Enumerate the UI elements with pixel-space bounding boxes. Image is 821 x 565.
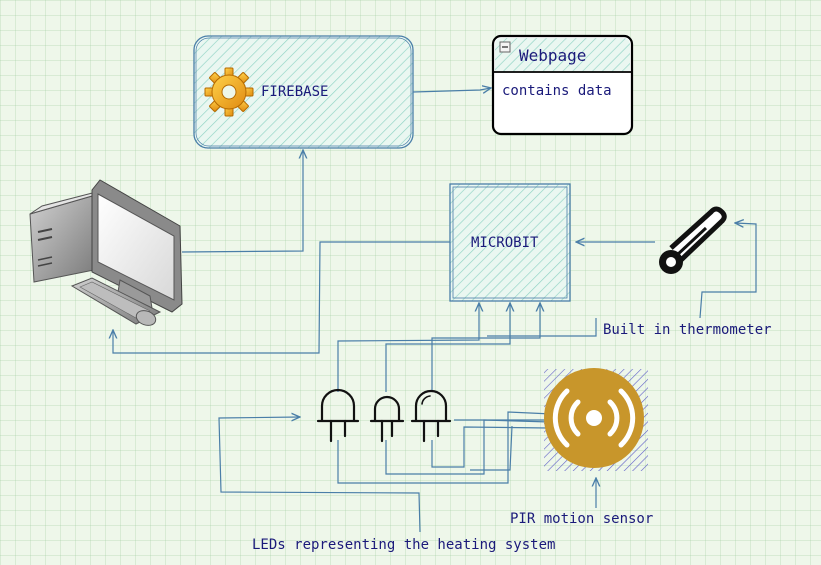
led-1-icon: [316, 388, 360, 443]
microbit-node[interactable]: MICROBIT: [449, 183, 571, 302]
webpage-body: contains data: [502, 83, 612, 99]
led-wires: [337, 303, 597, 484]
edge-computer-firebase: [181, 150, 303, 253]
firebase-node[interactable]: FIREBASE: [193, 35, 414, 149]
thermometer-icon: [659, 206, 727, 274]
led-3-icon: [410, 389, 452, 443]
pir-sensor-label: PIR motion sensor: [510, 511, 653, 527]
edge-firebase-webpage: [412, 88, 491, 92]
leds-label: LEDs representing the heating system: [252, 537, 555, 553]
edges: [113, 88, 757, 533]
pir-sensor-icon: [544, 368, 648, 471]
leds-group: [316, 388, 452, 443]
edge-microbit-computer: [113, 241, 450, 354]
computer-icon: [29, 179, 183, 326]
edge-ledlabel-leds: [218, 417, 421, 533]
microbit-label: MICROBIT: [471, 235, 539, 251]
thermometer-label: Built in thermometer: [603, 322, 772, 338]
gear-icon: [204, 67, 254, 117]
edge-thermlabel-thermometer: [699, 223, 757, 319]
webpage-node[interactable]: Webpage contains data: [491, 34, 634, 136]
firebase-label: FIREBASE: [261, 84, 328, 100]
webpage-title: Webpage: [519, 46, 586, 65]
led-2-icon: [369, 395, 405, 443]
collapse-icon[interactable]: [499, 41, 511, 53]
